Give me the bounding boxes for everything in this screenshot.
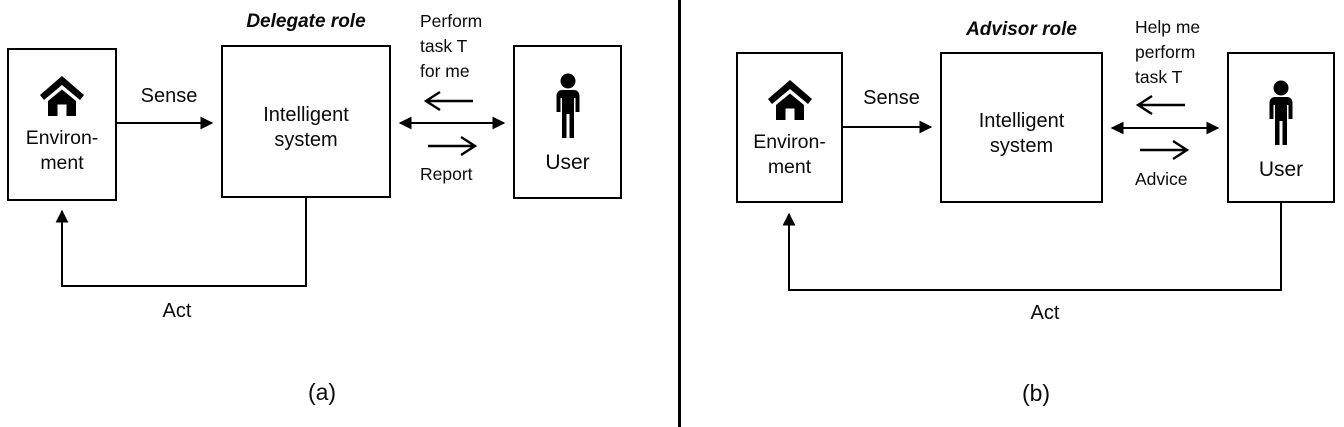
act-label-a: Act: [162, 300, 192, 322]
system-label-line1: Intelligent: [978, 109, 1065, 132]
panel-a-title: Delegate role: [246, 11, 366, 32]
annotation-line: Perform: [420, 11, 483, 31]
advice-arrow-b: [1140, 139, 1190, 161]
perform-task-annotation-a: Perform task T for me: [420, 9, 482, 84]
system-label-b: Intelligent system: [979, 109, 1065, 159]
act-feedback-arrow-a: [55, 198, 307, 287]
act-label-b: Act: [1030, 302, 1060, 324]
intelligent-system-box-a: Intelligent system: [221, 45, 391, 198]
annotation-line: Help me: [1135, 17, 1201, 37]
environment-label-line1: Environ-: [25, 127, 99, 149]
system-label-line1: Intelligent: [263, 103, 349, 126]
environment-box-b: Environ- ment: [736, 52, 843, 203]
advice-label-b: Advice: [1135, 169, 1188, 189]
person-icon: [556, 73, 579, 138]
environment-label-line2: ment: [767, 156, 812, 178]
sense-label-a: Sense: [140, 85, 198, 107]
annotation-line: for me: [420, 61, 470, 81]
system-label-line2: system: [274, 128, 338, 151]
help-me-arrow-b: [1135, 94, 1185, 116]
intelligent-system-box-b: Intelligent system: [940, 52, 1103, 203]
user-box-b: User: [1227, 52, 1335, 203]
person-icon: [1269, 80, 1293, 145]
environment-label-b: Environ- ment: [753, 130, 826, 180]
annotation-line: perform: [1135, 42, 1196, 62]
environment-label-line1: Environ-: [753, 131, 826, 153]
user-label-b: User: [1258, 158, 1304, 181]
user-label-a: User: [545, 151, 590, 174]
house-icon: [767, 80, 812, 120]
user-box-a: User: [513, 45, 622, 199]
report-arrow-a: [428, 135, 478, 157]
environment-label-line2: ment: [40, 152, 84, 174]
house-icon: [40, 76, 84, 116]
system-label-line2: system: [989, 134, 1054, 157]
help-me-annotation-b: Help me perform task T: [1135, 15, 1200, 90]
panel-divider: [678, 0, 681, 427]
panel-a-caption: (a): [307, 379, 337, 405]
report-label-a: Report: [420, 164, 473, 184]
annotation-line: task T: [1135, 67, 1183, 87]
panel-b-caption: (b): [1021, 380, 1051, 406]
environment-box-a: Environ- ment: [7, 48, 117, 201]
annotation-line: task T: [420, 36, 468, 56]
system-label-a: Intelligent system: [263, 103, 349, 153]
perform-task-arrow-a: [423, 90, 473, 112]
panel-b-title: Advisor role: [966, 19, 1077, 40]
sense-label-b: Sense: [863, 87, 920, 109]
act-feedback-arrow-b: [782, 203, 1282, 291]
environment-label-a: Environ- ment: [26, 126, 99, 176]
